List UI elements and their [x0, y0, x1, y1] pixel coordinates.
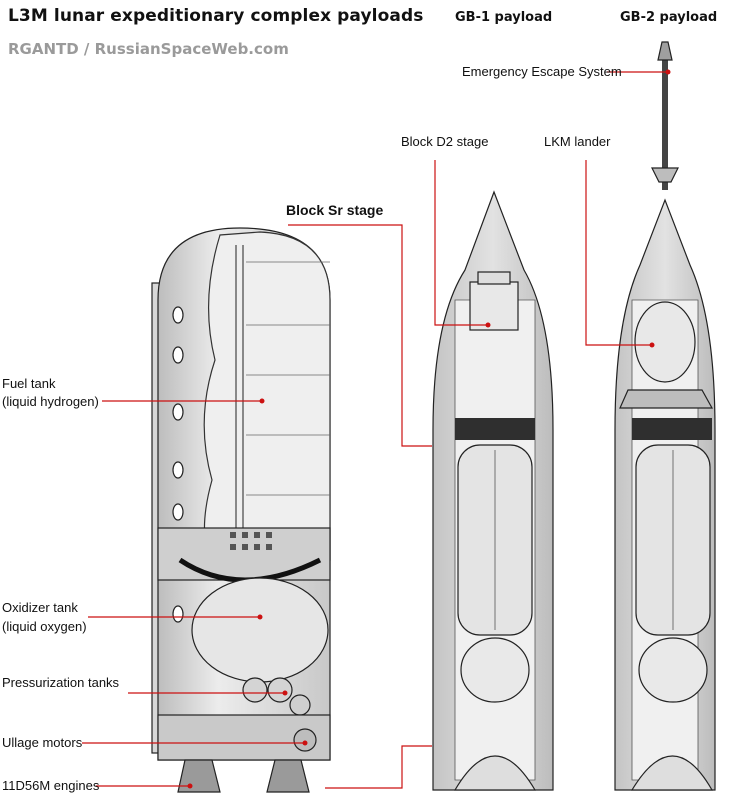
leader-sr-bottom [325, 745, 432, 789]
label-fuel-tank: Fuel tank [2, 376, 56, 391]
gb1-payload-title: GB-1 payload [455, 10, 553, 25]
page-title: L3M lunar expeditionary complex payloads [8, 6, 424, 26]
oxidizer-tank-shape [191, 577, 329, 683]
leader-dots [187, 69, 671, 789]
block-d2-shape [469, 281, 519, 331]
label-lkm-lander: LKM lander [544, 134, 611, 149]
gb2-payload-title: GB-2 payload [620, 10, 718, 25]
label-fuel-tank-sub: (liquid hydrogen) [2, 394, 99, 409]
label-oxidizer-tank-sub: (liquid oxygen) [2, 619, 87, 634]
engine-nozzle-right [266, 759, 310, 793]
label-pressurization-tanks: Pressurization tanks [2, 675, 120, 690]
gb1-fairing-drawing [432, 190, 554, 791]
label-block-d2-stage: Block D2 stage [401, 134, 489, 149]
label-engines: 11D56M engines [2, 778, 100, 793]
gb2-fairing-drawing [614, 41, 716, 791]
label-block-sr-stage: Block Sr stage [286, 202, 384, 218]
leader-block-sr [288, 224, 432, 447]
engine-nozzle-left [177, 759, 221, 793]
lkm-lander-shape [634, 301, 696, 383]
label-oxidizer-tank: Oxidizer tank [2, 600, 78, 615]
label-ullage-motors: Ullage motors [2, 735, 83, 750]
credit-line: RGANTD / RussianSpaceWeb.com [8, 40, 289, 58]
leader-lkm [585, 160, 652, 346]
leader-lines [82, 71, 668, 789]
label-emergency-escape-system: Emergency Escape System [462, 64, 622, 79]
leader-block-d2 [434, 160, 488, 326]
block-sr-stage-drawing [151, 227, 331, 793]
cutaway-edge [203, 231, 331, 561]
